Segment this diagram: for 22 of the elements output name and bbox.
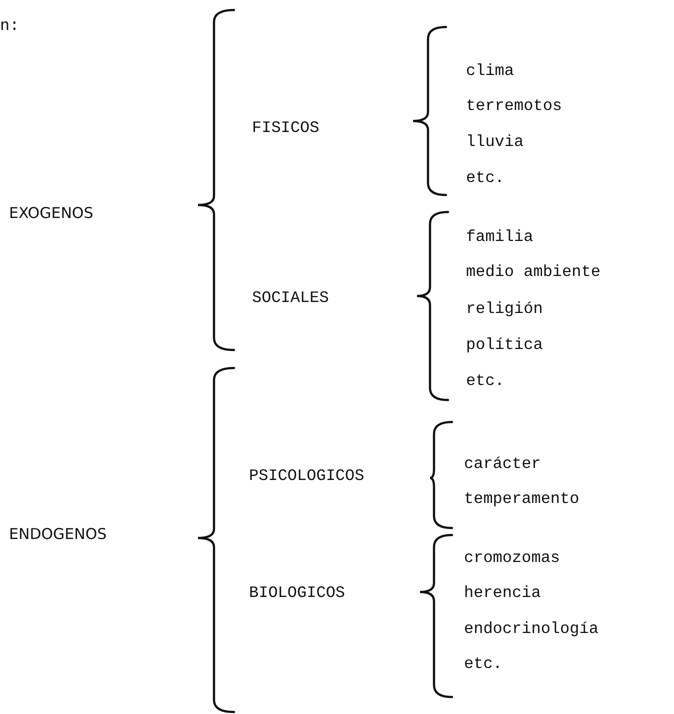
subcategory-label: FISICOS	[252, 118, 320, 138]
item-label: religión	[466, 299, 543, 319]
item-label: carácter	[464, 454, 541, 474]
item-label: endocrinología	[464, 619, 598, 639]
item-label: herencia	[464, 583, 541, 603]
item-label: temperamento	[464, 489, 580, 509]
subcategory-label: PSICOLOGICOS	[249, 466, 364, 486]
item-label: etc.	[464, 654, 502, 674]
item-label: etc.	[466, 371, 504, 391]
subcategory-label: SOCIALES	[252, 288, 329, 308]
text-fragment: n:	[0, 16, 20, 36]
item-label: política	[466, 335, 543, 355]
item-label: medio ambiente	[466, 262, 600, 282]
category-label: ENDOGENOS	[9, 524, 107, 544]
item-label: etc.	[466, 168, 504, 188]
item-label: terremotos	[466, 96, 562, 116]
subcategory-label: BIOLOGICOS	[249, 583, 346, 603]
item-label: lluvia	[466, 132, 524, 152]
category-label: EXOGENOS	[9, 203, 94, 223]
item-label: familia	[466, 227, 534, 247]
item-label: cromozomas	[464, 548, 560, 568]
item-label: clima	[466, 61, 514, 81]
